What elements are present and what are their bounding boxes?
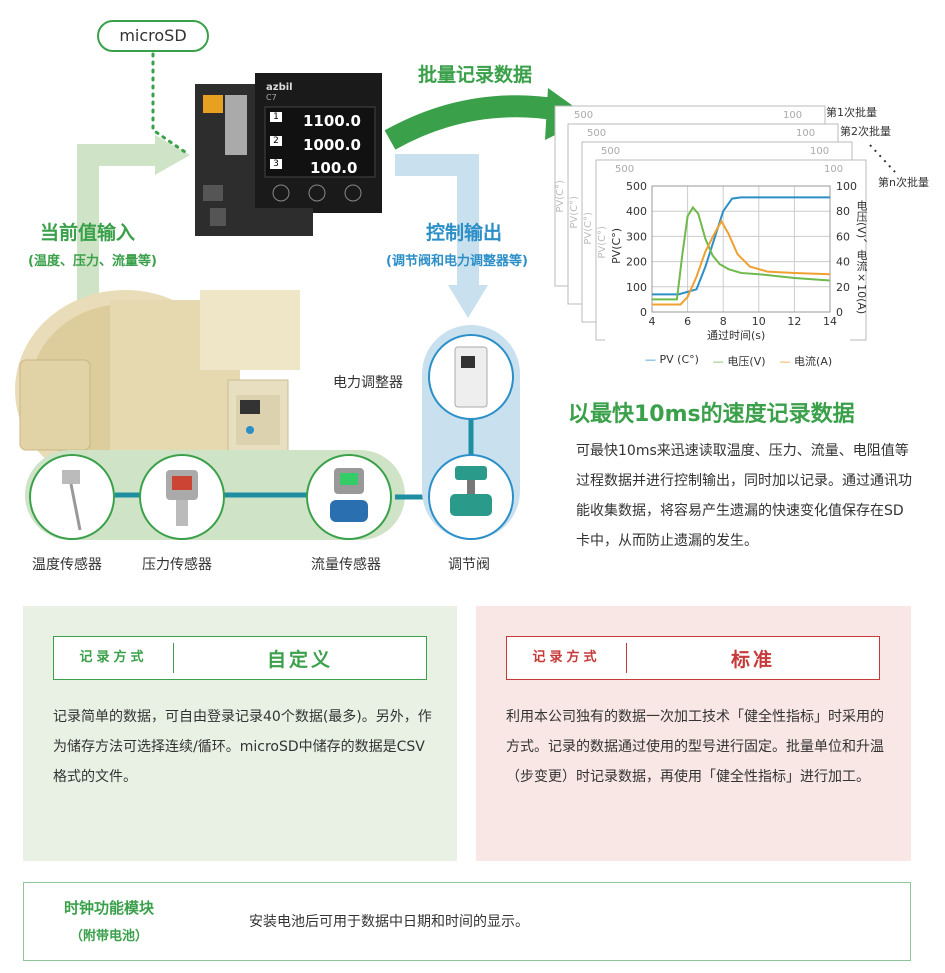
x-tick-label: 8: [720, 315, 727, 328]
legend-voltage: — 电压(V): [712, 355, 766, 368]
pressure-sensor-label: 压力传感器: [142, 557, 212, 573]
y-right-tick-label: 40: [836, 256, 850, 269]
valve-label: 调节阀: [448, 557, 490, 573]
pressure-sensor-icon: [139, 454, 225, 540]
custom-record-text: 记录简单的数据，可自由登录记录40个数据(最多)。另外，作为储存方法可选择连续/…: [53, 709, 432, 785]
y-left-tick-label: 100: [626, 281, 647, 294]
y-left-tick-label: 200: [626, 256, 647, 269]
output-title: 控制输出: [426, 222, 503, 244]
controller-model: C7: [266, 93, 277, 102]
description-body: 可最快10ms来迅速读取温度、压力、流量、电阻值等过程数据并进行控制输出，同时加…: [576, 443, 912, 549]
channel-3: 3: [270, 159, 282, 169]
clock-module-box: 时钟功能模块 （附带电池） 安装电池后可用于数据中日期和时间的显示。: [23, 882, 911, 961]
batch-label-1: 第1次批量: [826, 106, 877, 119]
batch-label-n: 第n次批量: [878, 176, 929, 189]
standard-record-panel: 记录方式 标准 利用本公司独有的数据一次加工技术「健全性指标」时采用的方式。记录…: [476, 606, 911, 861]
batch-label-2: 第2次批量: [840, 125, 891, 138]
bg-tick-100-d: 100: [824, 164, 844, 175]
clock-title: 时钟功能模块: [63, 899, 154, 917]
control-valve-icon: [428, 454, 514, 540]
custom-record-header: 记录方式 自定义: [53, 636, 427, 680]
y-left-tick-label: 400: [626, 205, 647, 218]
y-right-tick-label: 80: [836, 205, 850, 218]
chart-tick-labels: 0 100 200 300 400 500 0 20 40 60 80 100 4 6 8 10 12 14: [626, 180, 857, 328]
clock-text: 安装电池后可用于数据中日期和时间的显示。: [249, 914, 529, 930]
bg-tick-100-a: 100: [783, 110, 803, 121]
legend-current: — 电流(A): [779, 355, 833, 368]
batch-record-title: 批量记录数据: [418, 64, 533, 86]
chart-y-right-label: 电压(V)、电流×10(A): [855, 200, 868, 315]
reading-3: 100.0: [310, 159, 358, 177]
series-line-2: [652, 219, 831, 306]
chart-frame: [605, 172, 850, 344]
y-left-tick-label: 0: [640, 306, 647, 319]
y-right-tick-label: 0: [836, 306, 843, 319]
output-subtitle: (调节阀和电力调整器等): [386, 254, 528, 269]
record-method-label: 记录方式: [54, 643, 174, 673]
custom-record-panel: 记录方式 自定义 记录简单的数据，可自由登录记录40个数据(最多)。另外，作为储…: [23, 606, 457, 861]
y-right-tick-label: 100: [836, 180, 857, 193]
y-left-tick-label: 500: [626, 180, 647, 193]
bg-ylabel-c: PV(C°): [583, 212, 594, 245]
record-method-value: 标准: [730, 648, 775, 671]
output-arrow: [395, 154, 488, 318]
flow-sensor-icon: [306, 454, 392, 540]
legend-pv: — PV (C°): [645, 353, 699, 366]
controller-brand: azbil: [266, 82, 293, 93]
microsd-dotted-line: [151, 52, 187, 154]
bg-ylabel-d: PV(C°): [597, 226, 608, 259]
bg-tick-500-b: 500: [587, 128, 607, 139]
chart-x-label: 通过时间(s): [707, 329, 766, 342]
series-line-1: [652, 205, 831, 301]
x-tick-label: 14: [823, 315, 837, 328]
flow-sensor-label: 流量传感器: [311, 557, 381, 573]
temperature-sensor-label: 温度传感器: [32, 557, 102, 573]
chart-series-group: [652, 196, 831, 306]
bg-tick-500-a: 500: [574, 110, 594, 121]
reading-2: 1000.0: [303, 136, 361, 154]
y-right-tick-label: 20: [836, 281, 850, 294]
channel-2: 2: [270, 136, 282, 146]
power-regulator-label: 电力调整器: [333, 375, 403, 391]
standard-record-text: 利用本公司独有的数据一次加工技术「健全性指标」时采用的方式。记录的数据通过使用的…: [506, 709, 884, 785]
x-tick-label: 4: [649, 315, 656, 328]
power-regulator-icon: [428, 334, 514, 420]
reading-1: 1100.0: [303, 112, 361, 130]
microsd-label: microSD: [97, 20, 209, 52]
bg-ylabel-b: PV(C°): [569, 196, 580, 229]
bg-tick-500-c: 500: [601, 146, 621, 157]
bg-tick-500-d: 500: [615, 164, 635, 175]
clock-subtitle: （附带电池）: [69, 929, 148, 944]
bg-ylabel-a: PV(C°): [555, 180, 566, 213]
record-method-label: 记录方式: [507, 643, 627, 673]
input-subtitle: (温度、压力、流量等): [28, 254, 157, 269]
temperature-sensor-icon: [29, 454, 115, 540]
plot-border: [651, 185, 831, 313]
x-tick-label: 12: [787, 315, 801, 328]
chart-legend: — PV (C°) — 电压(V) — 电流(A): [645, 353, 832, 369]
controller-device: [195, 73, 382, 236]
description-title: 以最快10ms的速度记录数据: [568, 402, 855, 427]
y-left-tick-label: 300: [626, 230, 647, 243]
chart-grid: [651, 185, 831, 313]
chart-y-left-label: PV(C°): [610, 228, 623, 264]
bg-tick-100-b: 100: [796, 128, 816, 139]
y-right-tick-label: 60: [836, 230, 850, 243]
input-title: 当前值输入: [40, 222, 136, 244]
x-tick-label: 6: [684, 315, 691, 328]
x-tick-label: 10: [752, 315, 766, 328]
record-method-value: 自定义: [266, 648, 333, 671]
standard-record-header: 记录方式 标准: [506, 636, 880, 680]
channel-1: 1: [270, 112, 282, 122]
bg-tick-100-c: 100: [810, 146, 830, 157]
